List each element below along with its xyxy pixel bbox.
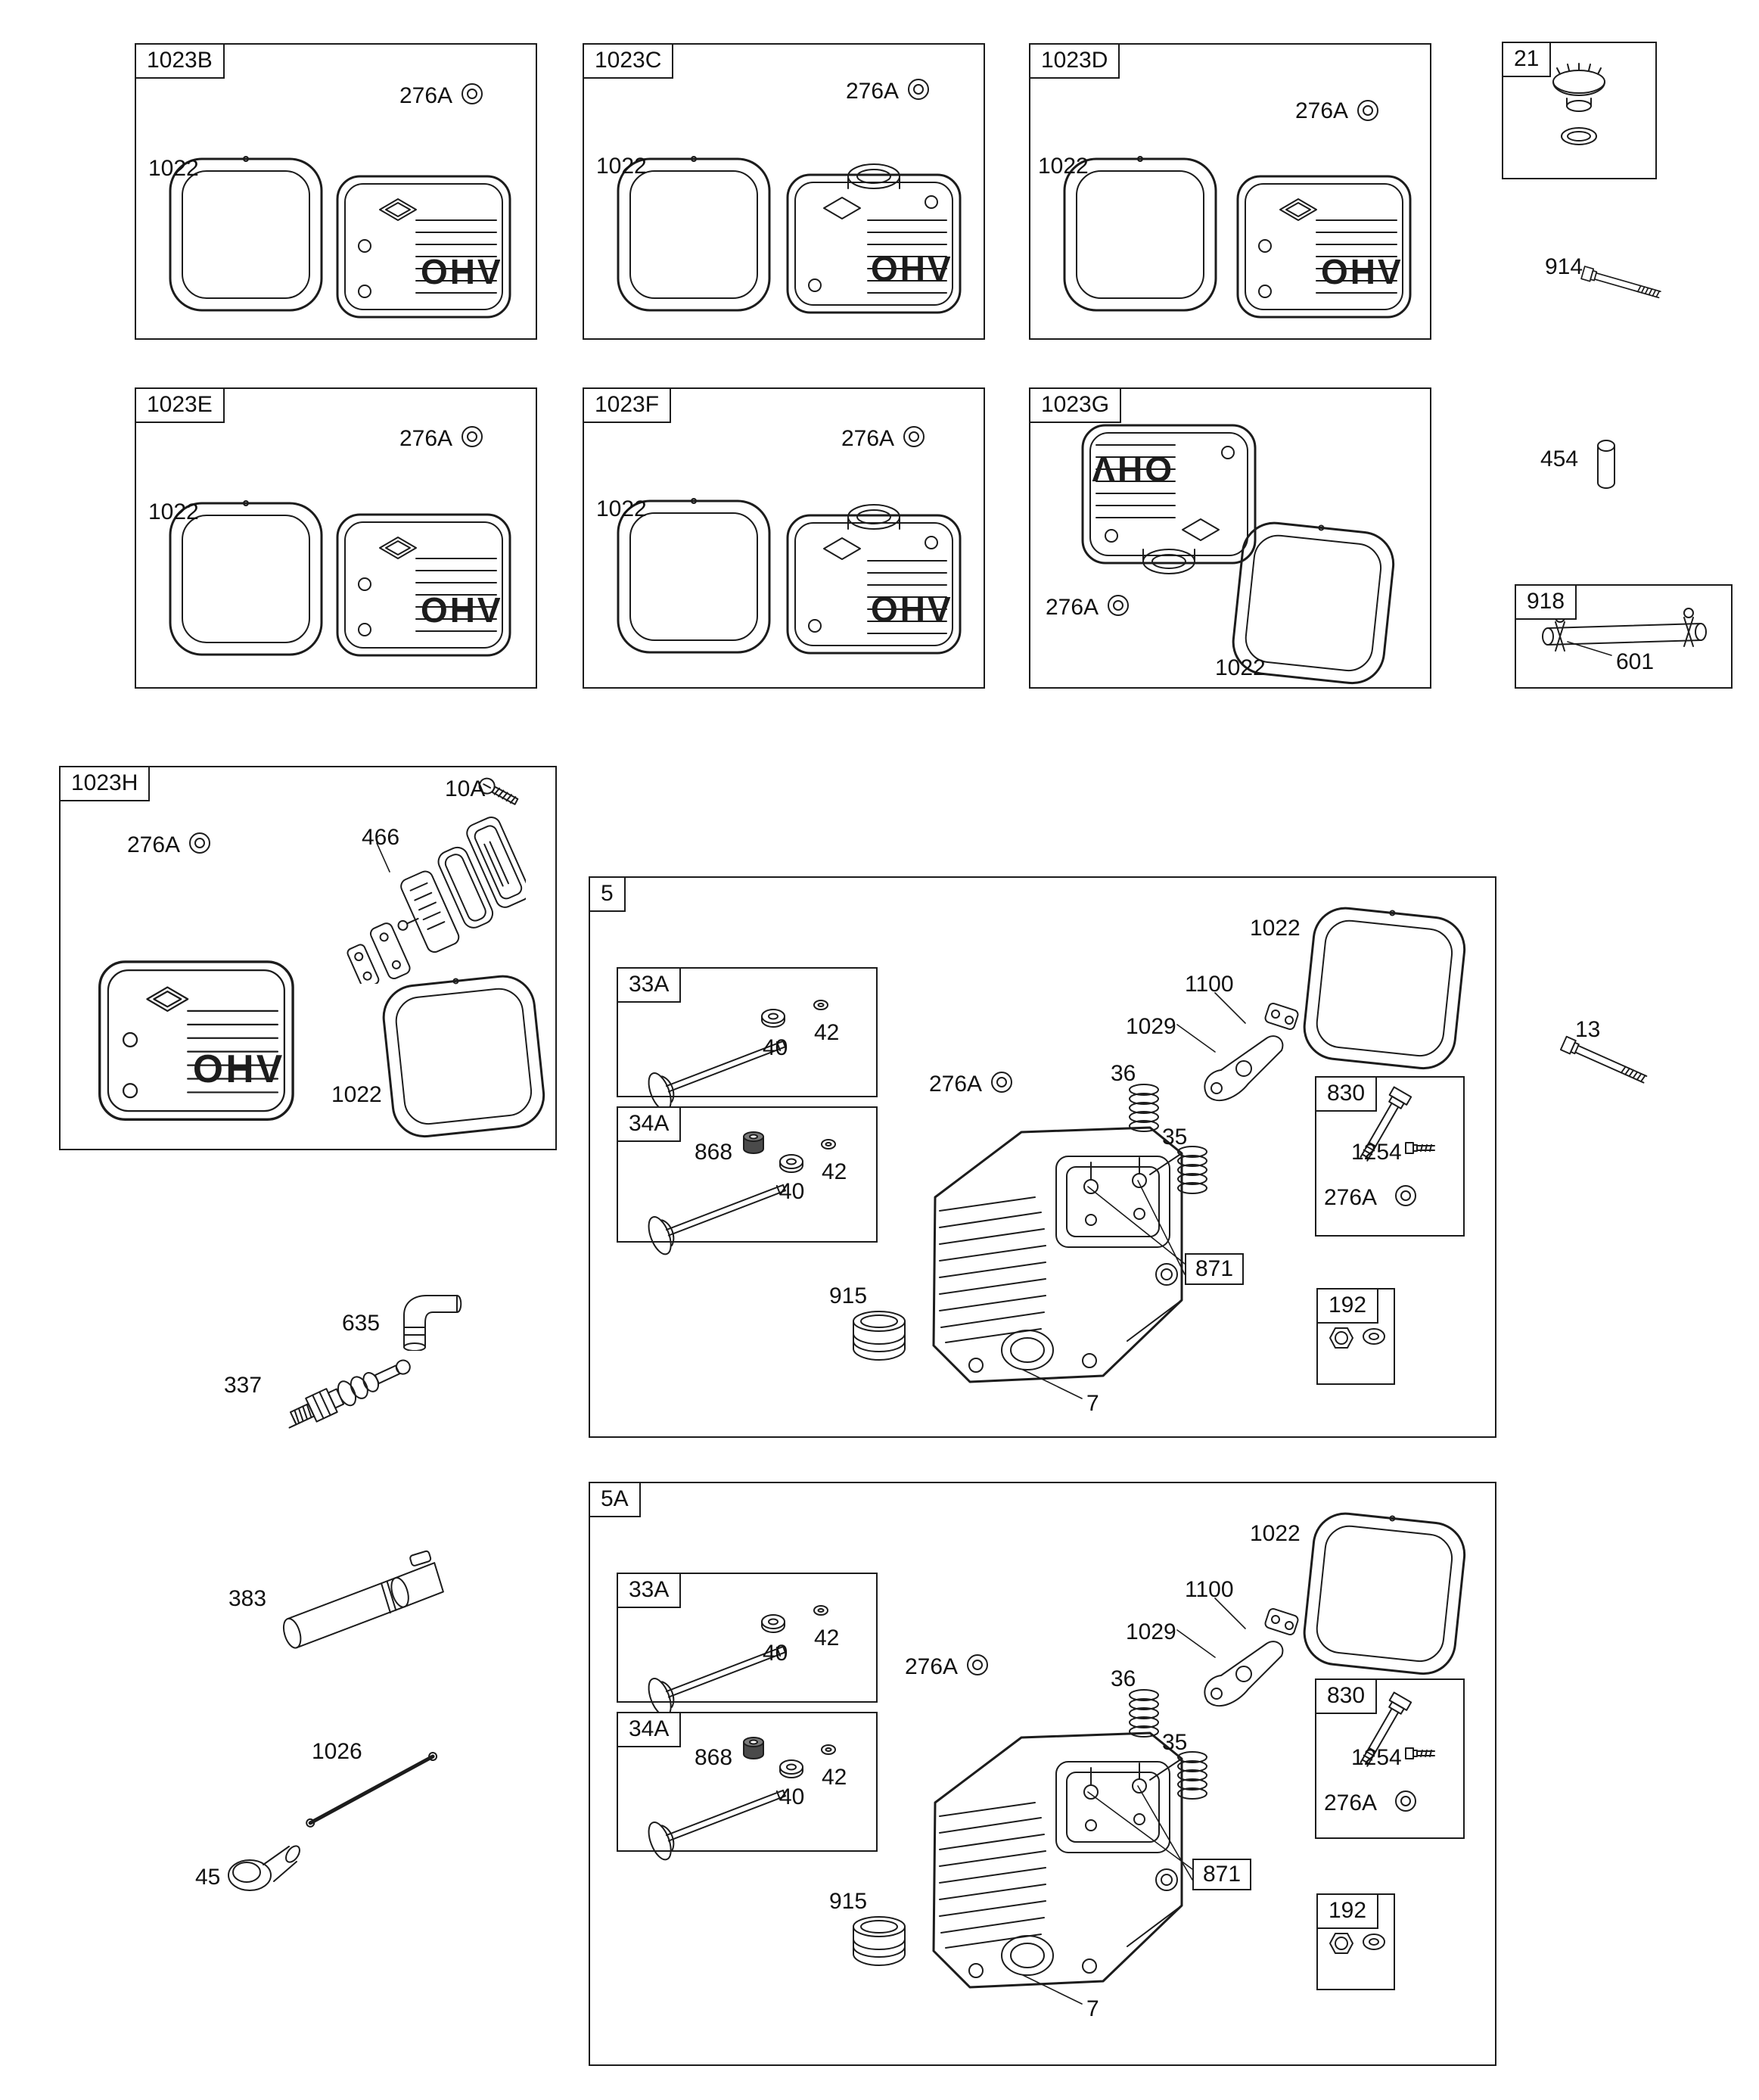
panel-label-192-5: 192 [1316, 1288, 1379, 1324]
callout-42: 42 [814, 1626, 840, 1650]
plug-boot-drawing [403, 1295, 462, 1351]
callout-1022: 1022 [148, 499, 199, 524]
panel-label-1023c: 1023C [583, 43, 674, 79]
callout-7: 7 [1086, 1391, 1099, 1416]
panel-label-34a-5: 34A [617, 1106, 682, 1142]
callout-45: 45 [195, 1865, 221, 1890]
callout-276a: 276A [846, 79, 900, 104]
panel-1023e [135, 387, 537, 689]
callout-1029: 1029 [1126, 1014, 1176, 1039]
callout-276a: 276A [1324, 1790, 1378, 1815]
callout-1022: 1022 [1215, 655, 1266, 680]
panel-label-1023d: 1023D [1029, 43, 1120, 79]
callout-1254: 1254 [1351, 1140, 1402, 1165]
breather-tube-assembly-drawing [272, 1548, 447, 1651]
panel-label-33a-5: 33A [617, 967, 682, 1003]
callout-36: 36 [1111, 1666, 1136, 1691]
panel-label-192-5a: 192 [1316, 1893, 1379, 1929]
callout-276a: 276A [841, 426, 895, 451]
panel-label-830-5a: 830 [1315, 1678, 1378, 1714]
callout-1022: 1022 [596, 154, 647, 179]
tappet-drawing [228, 1843, 303, 1891]
panel-918 [1515, 584, 1733, 689]
ref-box-871-5a: 871 [1192, 1859, 1251, 1890]
callout-40: 40 [763, 1035, 788, 1060]
screw-drawing-914 [1580, 266, 1662, 302]
subpanel-830-5a [1315, 1678, 1465, 1839]
callout-1022: 1022 [331, 1082, 382, 1107]
panel-label-1023g: 1023G [1029, 387, 1122, 423]
callout-1029: 1029 [1126, 1619, 1176, 1644]
panel-label-1023h: 1023H [59, 766, 151, 801]
head-bolt-drawing [1559, 1035, 1649, 1087]
panel-label-34a-5a: 34A [617, 1712, 682, 1747]
callout-40: 40 [779, 1179, 805, 1204]
callout-42: 42 [822, 1159, 847, 1184]
panel-label-5a: 5A [589, 1482, 641, 1517]
callout-40: 40 [763, 1641, 788, 1666]
panel-21 [1502, 42, 1657, 179]
callout-35: 35 [1162, 1125, 1188, 1150]
panel-label-33a-5a: 33A [617, 1573, 682, 1608]
callout-13: 13 [1575, 1017, 1601, 1042]
panel-label-1023b: 1023B [135, 43, 225, 79]
callout-1022: 1022 [1038, 154, 1089, 179]
callout-42: 42 [822, 1765, 847, 1790]
callout-1254: 1254 [1351, 1745, 1402, 1770]
callout-36: 36 [1111, 1061, 1136, 1086]
callout-276a: 276A [399, 426, 453, 451]
panel-1023g [1029, 387, 1431, 689]
callout-35: 35 [1162, 1730, 1188, 1755]
panel-5a [589, 1482, 1496, 2066]
callout-868: 868 [695, 1745, 733, 1770]
callout-42: 42 [814, 1020, 840, 1045]
callout-1026: 1026 [312, 1739, 362, 1764]
panel-1023f [583, 387, 985, 689]
callout-915: 915 [829, 1283, 868, 1308]
callout-635: 635 [342, 1311, 381, 1336]
callout-7: 7 [1086, 1996, 1099, 2021]
spark-plug-drawing [280, 1352, 416, 1434]
callout-914: 914 [1545, 254, 1583, 279]
callout-276a: 276A [905, 1654, 959, 1679]
callout-601: 601 [1616, 649, 1655, 674]
callout-466: 466 [362, 825, 400, 850]
callout-276a: 276A [127, 832, 181, 857]
ref-box-871-5: 871 [1185, 1253, 1244, 1285]
panel-label-830-5: 830 [1315, 1076, 1378, 1112]
callout-337: 337 [224, 1373, 263, 1398]
callout-1100: 1100 [1185, 1577, 1234, 1602]
callout-1022: 1022 [1250, 1521, 1301, 1546]
callout-1022: 1022 [596, 496, 647, 521]
panel-1023c [583, 43, 985, 340]
callout-10a: 10A [445, 776, 486, 801]
callout-915: 915 [829, 1889, 868, 1914]
callout-1100: 1100 [1185, 972, 1234, 997]
panel-1023h [59, 766, 557, 1150]
callout-383: 383 [228, 1586, 267, 1611]
callout-40: 40 [779, 1784, 805, 1809]
callout-1022: 1022 [1250, 916, 1301, 941]
callout-276a: 276A [1324, 1185, 1378, 1210]
dowel-pin-drawing [1597, 440, 1615, 489]
callout-1022: 1022 [148, 156, 199, 181]
callout-276a: 276A [1295, 98, 1349, 123]
callout-276a: 276A [399, 83, 453, 108]
subpanel-830-5 [1315, 1076, 1465, 1237]
panel-label-1023e: 1023E [135, 387, 225, 423]
panel-label-1023f: 1023F [583, 387, 672, 423]
panel-label-5: 5 [589, 876, 626, 912]
callout-276a: 276A [1046, 595, 1099, 620]
panel-1023d [1029, 43, 1431, 340]
panel-1023b [135, 43, 537, 340]
panel-5 [589, 876, 1496, 1438]
callout-868: 868 [695, 1140, 733, 1165]
panel-label-21: 21 [1502, 42, 1552, 77]
panel-label-918: 918 [1515, 584, 1577, 620]
callout-454: 454 [1540, 446, 1579, 471]
callout-276a: 276A [929, 1072, 983, 1097]
